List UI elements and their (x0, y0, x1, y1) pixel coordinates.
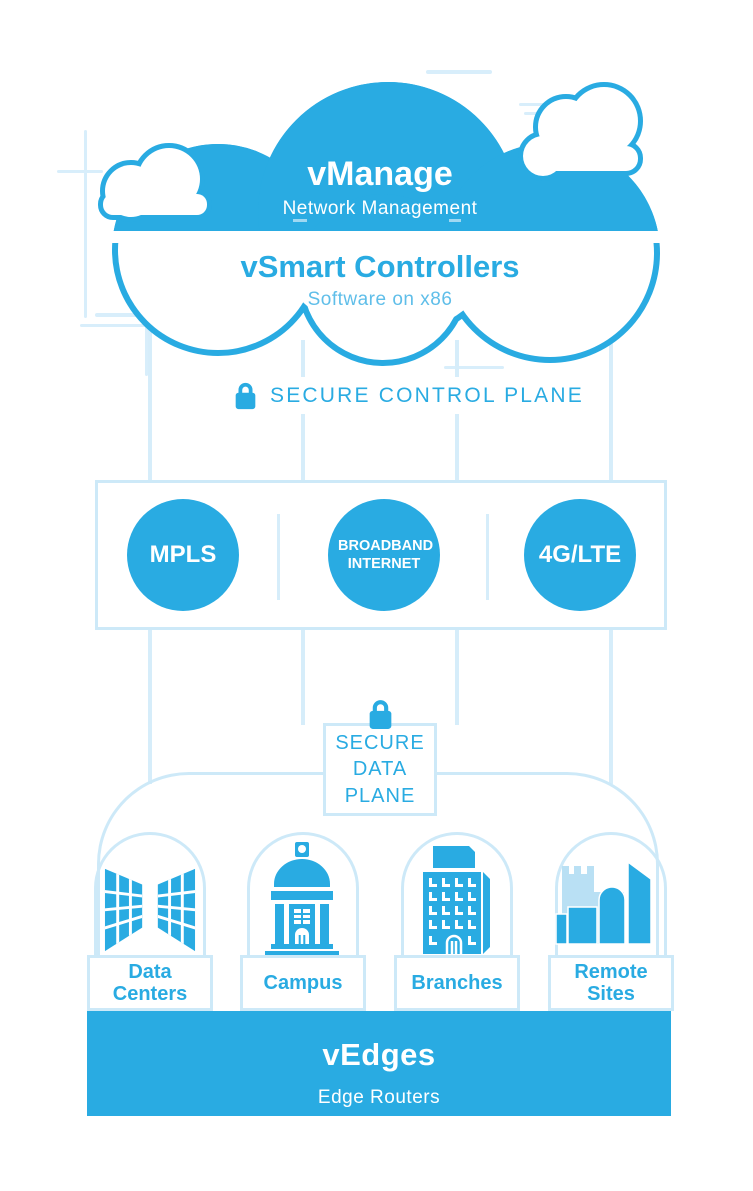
transport-separator (486, 514, 489, 600)
transport-4g-lte: 4G/LTE (524, 499, 636, 611)
remote-sites-building-icon (555, 860, 652, 945)
transport-broadband-label: BROADBAND INTERNET (338, 537, 434, 572)
site-label-branches: Branches (394, 955, 520, 1011)
site-label-text: Campus (263, 972, 343, 994)
decor-speed-line (519, 103, 556, 106)
secure-data-plane-label: SECURE DATA PLANE (335, 731, 425, 807)
decor-speed-line (444, 366, 504, 369)
secure-control-plane-label: SECURE CONTROL PLANE (270, 383, 584, 407)
site-label-text: Remote Sites (574, 961, 648, 1005)
small-cloud-right-icon (518, 82, 643, 181)
branches-building-icon (423, 846, 490, 954)
connector-line (609, 300, 613, 482)
site-arch (94, 832, 206, 1011)
transport-4g-lte-label: 4G/LTE (538, 541, 622, 568)
decor-grid-line (84, 130, 87, 318)
vmanage-subtitle: Network Management (282, 198, 478, 219)
transport-separator (277, 514, 280, 600)
vmanage-title: vManage (307, 155, 453, 193)
connector-line (148, 300, 152, 482)
site-label-text: Data Centers (112, 961, 188, 1005)
transport-broadband: BROADBAND INTERNET (328, 499, 440, 611)
connector-line (455, 628, 459, 725)
lock-icon (369, 700, 392, 729)
vsmart-title: vSmart Controllers (240, 249, 520, 284)
decor-speed-line (426, 70, 492, 74)
site-label-data-centers: Data Centers (87, 955, 213, 1011)
decor-speed-line (95, 313, 165, 317)
transport-mpls: MPLS (127, 499, 239, 611)
vedges-subtitle: Edge Routers (317, 1087, 441, 1108)
site-label-text: Branches (411, 972, 503, 994)
secure-control-plane-row: SECURE CONTROL PLANE (224, 377, 594, 414)
connector-line (301, 628, 305, 725)
controller-cloud-graphic (98, 82, 666, 366)
lock-icon (235, 382, 256, 410)
site-arch (247, 832, 359, 1011)
data-centers-building-icon (104, 868, 196, 952)
small-cloud-left-icon (98, 143, 212, 222)
campus-building-icon (265, 842, 339, 956)
vedges-bar: vEdges Edge Routers (87, 1011, 671, 1116)
vedges-title: vEdges (322, 1037, 436, 1072)
transport-mpls-label: MPLS (149, 541, 217, 568)
connector-line (148, 628, 152, 784)
secure-data-plane-box: SECURE DATA PLANE (323, 723, 437, 816)
site-label-campus: Campus (240, 955, 366, 1011)
decor-speed-line (57, 170, 103, 173)
connector-line (609, 628, 613, 784)
site-arch (401, 832, 513, 1011)
site-label-remote-sites: Remote Sites (548, 955, 674, 1011)
vsmart-subtitle: Software on x86 (307, 289, 453, 310)
decor-speed-line (80, 324, 152, 327)
